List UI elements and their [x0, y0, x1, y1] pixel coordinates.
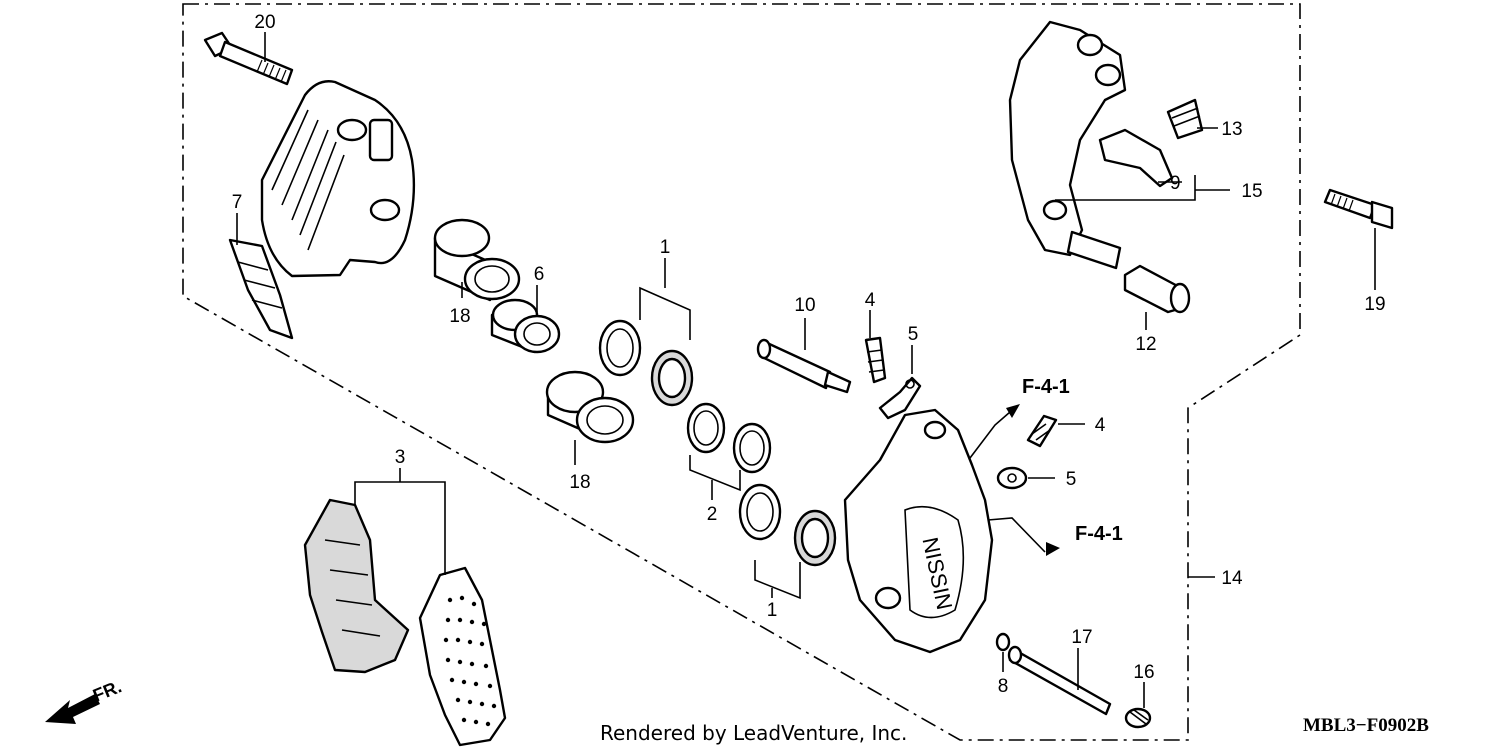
callout-8: 8: [998, 676, 1009, 697]
credit-text: Rendered by LeadVenture, Inc.: [600, 721, 907, 745]
part-4-bleeder-lower: [1026, 414, 1058, 448]
callout-1-upper: 1: [660, 237, 671, 258]
part-12-slide-pin: [1123, 264, 1191, 314]
callout-15: 15: [1241, 181, 1262, 202]
front-direction-indicator: FR.: [45, 676, 124, 724]
part-2-seals: [686, 402, 772, 474]
front-arrow-icon: [45, 694, 100, 724]
part-6-piston-small: [490, 298, 561, 354]
callout-19: 19: [1364, 294, 1385, 315]
leader-lines: [236, 32, 1376, 708]
callout-20: 20: [254, 12, 275, 33]
part-8-washer: [995, 632, 1011, 652]
part-1-seals-upper: [598, 319, 694, 407]
callout-16: 16: [1133, 662, 1154, 683]
part-3-brake-pads: [303, 498, 507, 747]
callout-18-lower: 18: [569, 472, 590, 493]
callout-4-lower: 4: [1095, 415, 1106, 436]
part-19-bolt: [1323, 188, 1394, 230]
diagram-id: MBL3−F0902B: [1303, 715, 1429, 736]
pad-backing-holes: [443, 595, 497, 727]
caliper-inner-body: NISSIN: [843, 408, 994, 654]
part-5-cap-lower: [996, 466, 1028, 490]
callout-4-upper: 4: [865, 290, 876, 311]
part-18-piston-upper: [433, 218, 521, 302]
part-10-slide-pin: [756, 338, 852, 394]
part-17-pad-pin: [1007, 645, 1112, 716]
part-7-pad-spring: [228, 238, 294, 340]
callout-5-upper: 5: [908, 324, 919, 345]
callout-10: 10: [794, 295, 815, 316]
part-18-piston-lower: [545, 370, 635, 444]
reference-label-lower[interactable]: F-4-1: [1075, 523, 1123, 545]
part-1-seals-lower: [738, 483, 837, 567]
caliper-outer-half: [260, 80, 416, 278]
assembly-frame: [182, 3, 1301, 741]
callout-1-lower: 1: [767, 600, 778, 621]
reference-label-upper[interactable]: F-4-1: [1022, 376, 1070, 398]
callout-6: 6: [534, 264, 545, 285]
part-9-retainer: [1098, 128, 1174, 188]
part-15-bracket: [1008, 20, 1127, 270]
callout-3: 3: [395, 447, 406, 468]
callout-14: 14: [1221, 568, 1243, 589]
callout-17: 17: [1071, 627, 1092, 648]
callout-5-lower: 5: [1066, 469, 1077, 490]
part-16-plug: [1124, 707, 1152, 729]
part-13-boot: [1166, 98, 1204, 140]
part-4-bleeder-upper: [864, 336, 887, 384]
part-5-cap-upper: [878, 376, 922, 420]
front-direction-label: FR.: [90, 676, 124, 705]
callout-labels: 20 7 18 6 18 1 2 1 3 10 4 5 4 5 13 9 15 …: [232, 12, 1386, 697]
callout-9: 9: [1170, 173, 1181, 194]
callout-7: 7: [232, 192, 243, 213]
callout-12: 12: [1135, 334, 1156, 355]
callout-2: 2: [707, 504, 718, 525]
part-20-bolt: [203, 31, 294, 86]
callout-18-upper: 18: [449, 306, 470, 327]
callout-13: 13: [1221, 119, 1242, 140]
